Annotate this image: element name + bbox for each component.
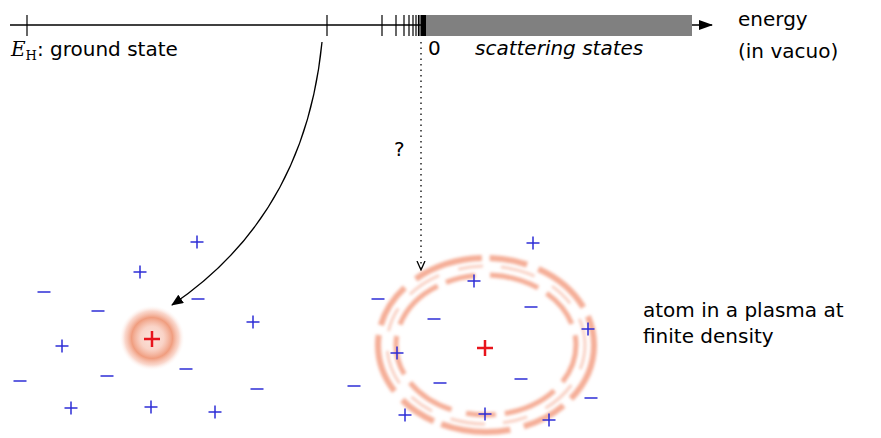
ground-state-label: EH: ground state (11, 36, 178, 65)
accumulation-point (421, 15, 426, 36)
scattering-rings (378, 258, 594, 432)
plasma-charges (14, 236, 598, 427)
negative-ion (101, 375, 114, 377)
bound-state-arrow (172, 42, 322, 305)
positive-ion (56, 340, 69, 353)
caption-note: atom in a plasma at finite density (643, 297, 877, 349)
negative-ion (585, 397, 598, 399)
positive-ion (209, 406, 222, 419)
negative-ion (428, 318, 441, 320)
negative-ion (192, 298, 205, 300)
bound-electron-cloud (119, 305, 185, 371)
level-ticks (27, 15, 420, 36)
negative-ion (38, 291, 51, 293)
negative-ion (525, 306, 538, 308)
continuum-label: scattering states (475, 35, 643, 61)
question-mark: ? (394, 136, 405, 162)
positive-ion (527, 237, 540, 250)
positive-ion (543, 414, 556, 427)
negative-ion (92, 310, 105, 312)
dotted-arrow (420, 42, 421, 270)
positive-ion (391, 347, 404, 360)
positive-ion (468, 275, 481, 288)
negative-ion (14, 380, 27, 382)
positive-ion (399, 409, 412, 422)
axis-label: energy (738, 6, 808, 32)
positive-ion (65, 402, 78, 415)
positive-ion (191, 236, 204, 249)
nucleus-symbol (144, 331, 493, 356)
negative-ion (372, 298, 385, 300)
positive-ion (134, 266, 147, 279)
negative-ion (251, 388, 264, 390)
zero-label: 0 (428, 35, 441, 61)
negative-ion (180, 368, 193, 370)
positive-ion (582, 323, 595, 336)
positive-ion (247, 316, 260, 329)
negative-ion (434, 382, 447, 384)
positive-ion (145, 401, 158, 414)
negative-ion (515, 378, 528, 380)
axis-label: (in vacuo) (738, 38, 838, 64)
negative-ion (348, 385, 361, 387)
continuum-band (425, 15, 692, 36)
positive-ion (479, 408, 492, 421)
